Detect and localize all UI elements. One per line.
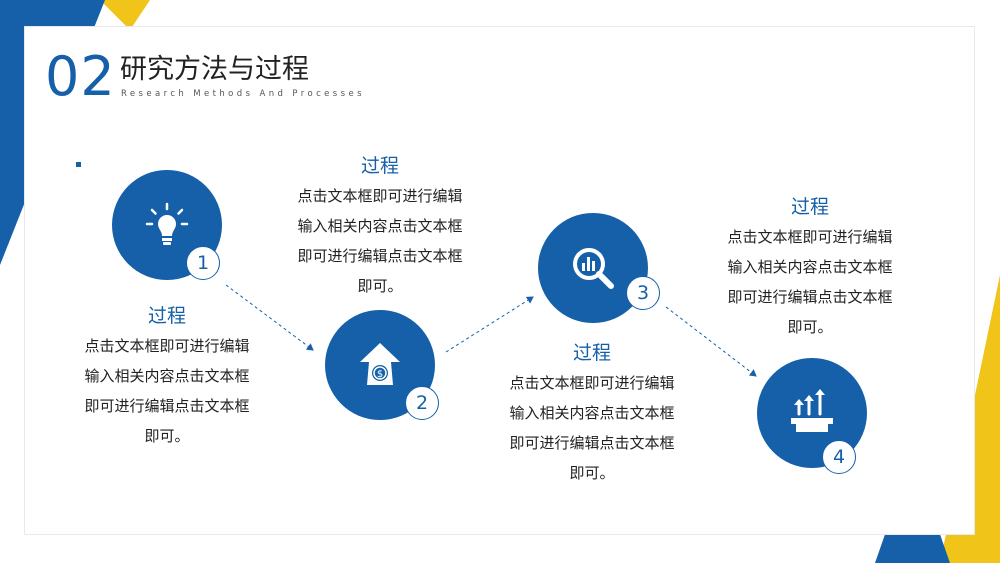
arrow-3-4 [665,306,757,377]
arrow-1-2 [225,284,314,351]
step-4-title: 过程 [790,196,829,218]
step-3-body: 点击文本框即可进行编辑 输入相关内容点击文本框 即可进行编辑点击文本框 即可。 [509,374,675,482]
lightbulb-icon [145,202,189,245]
step-2-body: 点击文本框即可进行编辑 输入相关内容点击文本框 即可进行编辑点击文本框 即可。 [297,187,463,295]
step-4-body: 点击文本框即可进行编辑 输入相关内容点击文本框 即可进行编辑点击文本框 即可。 [727,228,893,336]
growth-arrows-icon [791,389,833,432]
bullet-marker [76,162,81,167]
step-2-title: 过程 [360,155,399,177]
money-arrow-icon: $ [360,343,400,385]
step-4-badge: 4 [822,440,856,474]
step-1-badge: 1 [186,246,220,280]
step-1-title: 过程 [147,305,186,327]
step-2-badge: 2 [405,386,439,420]
page-title: 研究方法与过程 [120,54,309,85]
step-3-title: 过程 [572,342,611,364]
step-3-text: 过程 点击文本框即可进行编辑 输入相关内容点击文本框 即可进行编辑点击文本框 即… [492,340,692,488]
page-subtitle: Research Methods And Processes [121,89,365,99]
step-2-text: 过程 点击文本框即可进行编辑 输入相关内容点击文本框 即可进行编辑点击文本框 即… [280,153,480,301]
arrow-2-3 [445,296,534,353]
step-1-body: 点击文本框即可进行编辑 输入相关内容点击文本框 即可进行编辑点击文本框 即可。 [84,337,250,445]
section-number: 02 [45,45,116,108]
step-1-text: 过程 点击文本框即可进行编辑 输入相关内容点击文本框 即可进行编辑点击文本框 即… [67,303,267,451]
analytics-search-icon [573,248,614,289]
svg-text:$: $ [377,369,383,380]
step-3-badge: 3 [626,276,660,310]
step-4-text: 过程 点击文本框即可进行编辑 输入相关内容点击文本框 即可进行编辑点击文本框 即… [710,194,910,342]
